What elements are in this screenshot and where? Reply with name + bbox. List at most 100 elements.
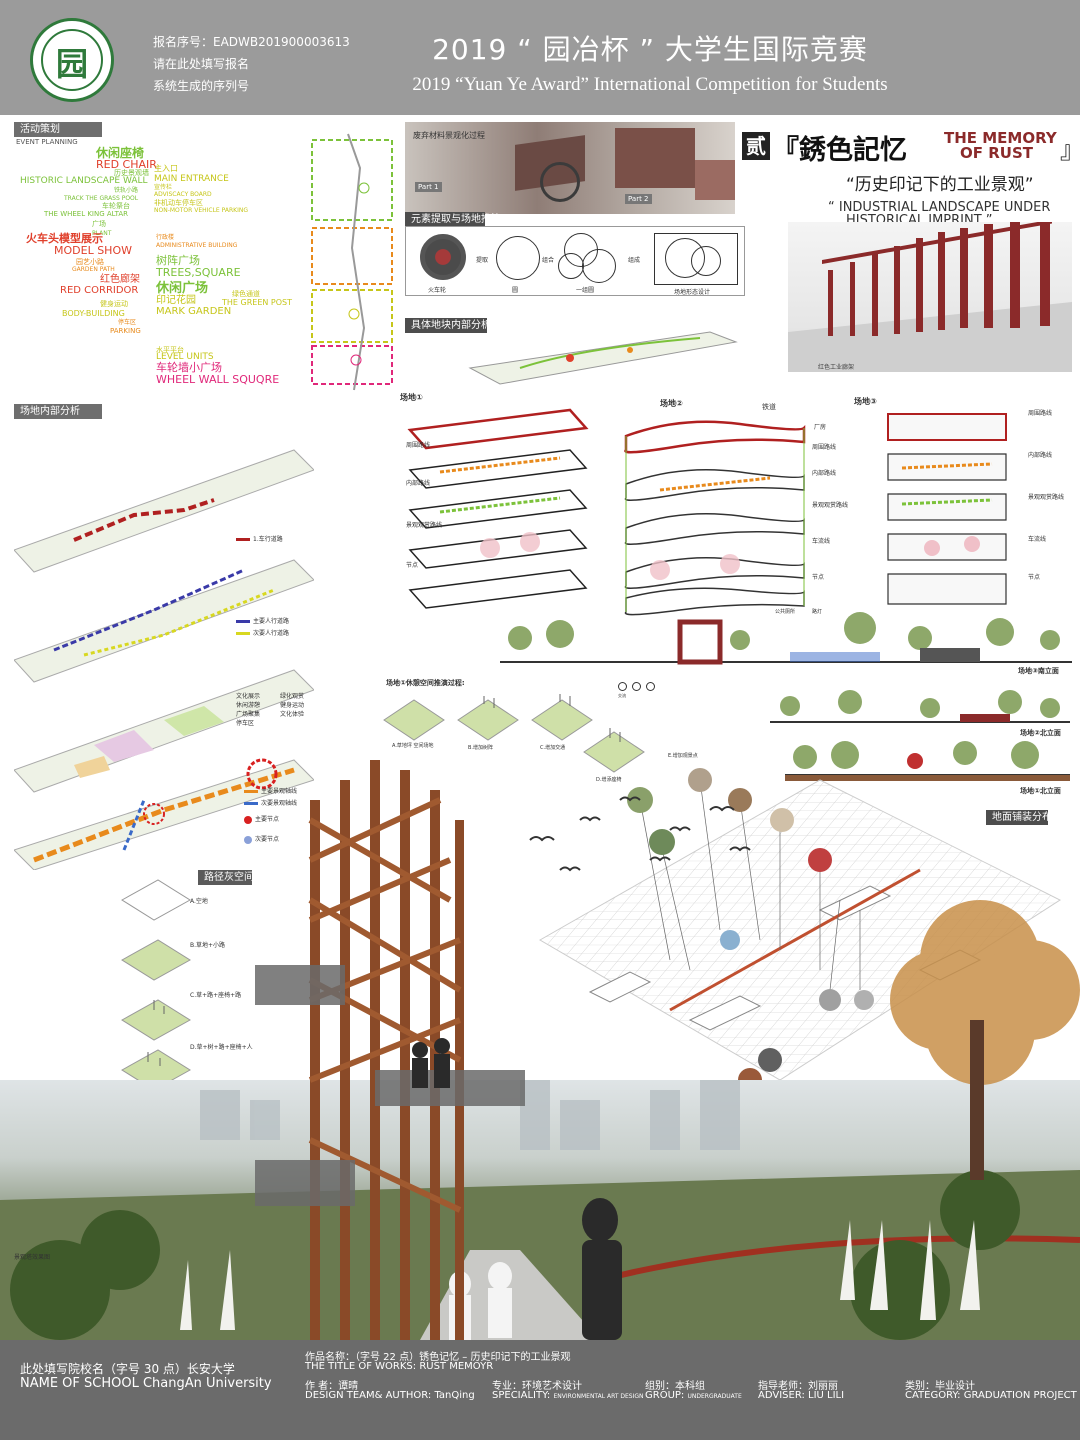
site2-legend-lamp: 路灯 — [812, 609, 823, 615]
event-word: 停车区 — [118, 319, 137, 326]
event-word: WHEEL WALL SQUQRE — [156, 373, 280, 386]
label-circle-group: 一组圆 — [576, 287, 595, 294]
site2-legend-node: 节点 — [812, 574, 825, 581]
event-word: GARDEN PATH — [72, 266, 115, 273]
rest-step-c: C.增加交通 — [540, 745, 566, 751]
event-word: HISTORIC LANDSCAPE WALL — [20, 176, 148, 186]
event-word: ADVISCACY BOARD — [154, 191, 212, 198]
event-word: 休闲广场 — [156, 281, 209, 296]
event-word: 水平平台 — [156, 346, 184, 354]
render-caption: 红色工业廊架 — [818, 364, 855, 371]
site3-legend-traffic: 车流线 — [1028, 536, 1047, 543]
brand-subtitle-cn: “历史印记下的工业景观” — [846, 175, 1034, 195]
element-extraction-diagram: 提取 组合 组成 火车轮 圆 一组圆 场地形态设计 — [405, 226, 745, 296]
site3-legend-node: 节点 — [1028, 574, 1041, 581]
element-extraction-tag: 元素提取与场地推演 — [405, 212, 501, 227]
south-elevation-label: 场地③南立面 — [1018, 667, 1059, 675]
site1-legend-node: 节点 — [406, 562, 419, 569]
autumn-tree — [890, 900, 1080, 1180]
site-analysis-tag: 场地内部分析 — [14, 404, 102, 419]
arrow-combine: 组合 — [542, 257, 555, 264]
event-word: 非机动车停车区 — [154, 199, 203, 207]
event-word: 休闲座椅 — [96, 146, 145, 160]
arrow-extract: 提取 — [476, 257, 489, 264]
event-word: 火车头模型展示 — [26, 232, 103, 245]
event-word: 印记花园 — [156, 295, 196, 306]
arrow-compose: 组成 — [628, 257, 641, 264]
category-en: CATEGORY: GRADUATION PROJECT — [905, 1390, 1077, 1401]
event-planning-tag-en: EVENT PLANNING — [16, 138, 78, 146]
rest-space-title: 场地①休憩空间推演过程: — [386, 679, 465, 687]
circle-group-c — [558, 253, 584, 279]
site2-legend-surround: 周围路线 — [812, 444, 837, 451]
event-word: LEVEL UNITS — [156, 352, 214, 362]
label-site-form: 场地形态设计 — [674, 289, 711, 296]
material-part2: Part 2 — [625, 194, 652, 204]
rest-step-b: B.增加树阵 — [468, 745, 494, 751]
event-word: THE GREEN POST — [222, 298, 292, 307]
label-circle: 圆 — [512, 287, 519, 294]
site3-exploded-diagram — [887, 413, 1007, 605]
legend-secondary-node: 次要节点 — [244, 834, 279, 844]
north-elevation-site2 — [770, 690, 1070, 723]
event-word: 树阵广场 — [156, 254, 200, 267]
north-elevation-2-label: 场地②北立面 — [1020, 729, 1061, 737]
site2-factory-label: 厂房 — [814, 424, 827, 431]
legend-main-axis: 主要景观轴线 — [244, 786, 297, 795]
legend-secondary-axis: 次要景观轴线 — [244, 798, 297, 807]
registration-note-2: 系统生成的序列号 — [153, 79, 250, 93]
chapter-number: 贰 — [742, 132, 770, 160]
gray-space-d: D.草+树+路+座椅+人 — [190, 1044, 253, 1051]
site1-legend-view: 景观观赏路线 — [406, 522, 443, 529]
legend-functional-zones: 文化展示绿化观赏 休闲游憩健身运动 广场聚集文化体验 停车区 — [236, 693, 305, 727]
group-cn: 组别：本科组 — [645, 1381, 705, 1392]
rest-step-d: D.增添座椅 — [596, 777, 622, 783]
factory-photo — [615, 128, 695, 188]
gray-space-b: B.草地+小路 — [190, 942, 226, 949]
brand-title-en-2: OF RUST — [960, 144, 1033, 162]
legend-main-node: 主要节点 — [244, 814, 279, 824]
event-planning-tag: 活动策划 — [14, 122, 102, 137]
site-block-plan — [468, 331, 738, 385]
event-word: MODEL SHOW — [54, 244, 132, 257]
event-word: PLANT — [92, 230, 112, 237]
adviser-en: ADVISER: LIU LILI — [758, 1390, 845, 1401]
site2-legend-toilet: 公共厕所 — [775, 609, 796, 615]
rust-lookout-tower — [255, 760, 525, 1340]
event-word: RED CHAIR — [96, 158, 157, 171]
event-word: BODY-BUILDING — [62, 309, 125, 318]
event-word: 广场 — [92, 220, 106, 228]
site3-legend-view: 景观观赏路线 — [1028, 494, 1065, 501]
event-word: ADMINISTRATIVE BUILDING — [156, 242, 238, 249]
school-name-en: NAME OF SCHOOL ChangAn University — [20, 1376, 272, 1391]
rest-step-e: E.增加观景点 — [668, 753, 698, 759]
event-word: THE WHEEL KING ALTAR — [44, 210, 128, 218]
event-word: 主入口 — [154, 164, 178, 173]
site3-title: 场地③ — [854, 397, 877, 406]
site2-legend-view: 景观观赏路线 — [812, 502, 849, 509]
registration-number: 报名序号：EADWB201900003613 — [153, 35, 350, 49]
event-word: TRACK THE GRASS POOL — [64, 195, 139, 202]
material-collage: 废弃材料景观化过程 Part 1 Part 2 — [405, 122, 735, 214]
site2-title: 场地② — [660, 399, 683, 408]
event-word: 行政楼 — [156, 234, 175, 241]
site3-legend-surround: 周围路线 — [1028, 410, 1053, 417]
event-word: MAIN ENTRANCE — [154, 174, 229, 184]
adviser-cn: 指导老师：刘丽丽 — [758, 1381, 838, 1392]
rest-step-a: A.草地坪 空间场地 — [392, 743, 434, 749]
competition-title-cn: 2019 “ 园冶杯 ” 大学生国际竞赛 — [432, 33, 868, 66]
site2-legend-internal: 内部路线 — [812, 470, 837, 477]
site2-rail-label: 铁道 — [762, 403, 776, 411]
north-elevation-1-label: 场地①北立面 — [1020, 787, 1061, 795]
event-word: 车轮祭台 — [102, 202, 130, 210]
event-word: 绿色通道 — [232, 290, 260, 298]
event-word: 宣传栏 — [154, 184, 173, 191]
legend-main-path: 主要人行道路 — [236, 616, 289, 625]
works-title-cn: 作品名称：（字号 22 点）锈色记忆 – 历史印记下的工业景观 — [305, 1352, 571, 1363]
material-part1: Part 1 — [415, 182, 442, 192]
event-word: PARKING — [110, 327, 141, 335]
circle-shape — [496, 236, 540, 280]
event-word-cloud: 休闲座椅 RED CHAIR 历史景观墙 HISTORIC LANDSCAPE … — [14, 145, 314, 395]
speciality-en: SPECIALITY: ENVIRONMENTAL ART DESIGN — [492, 1390, 644, 1401]
category-cn: 类别：毕业设计 — [905, 1381, 975, 1392]
